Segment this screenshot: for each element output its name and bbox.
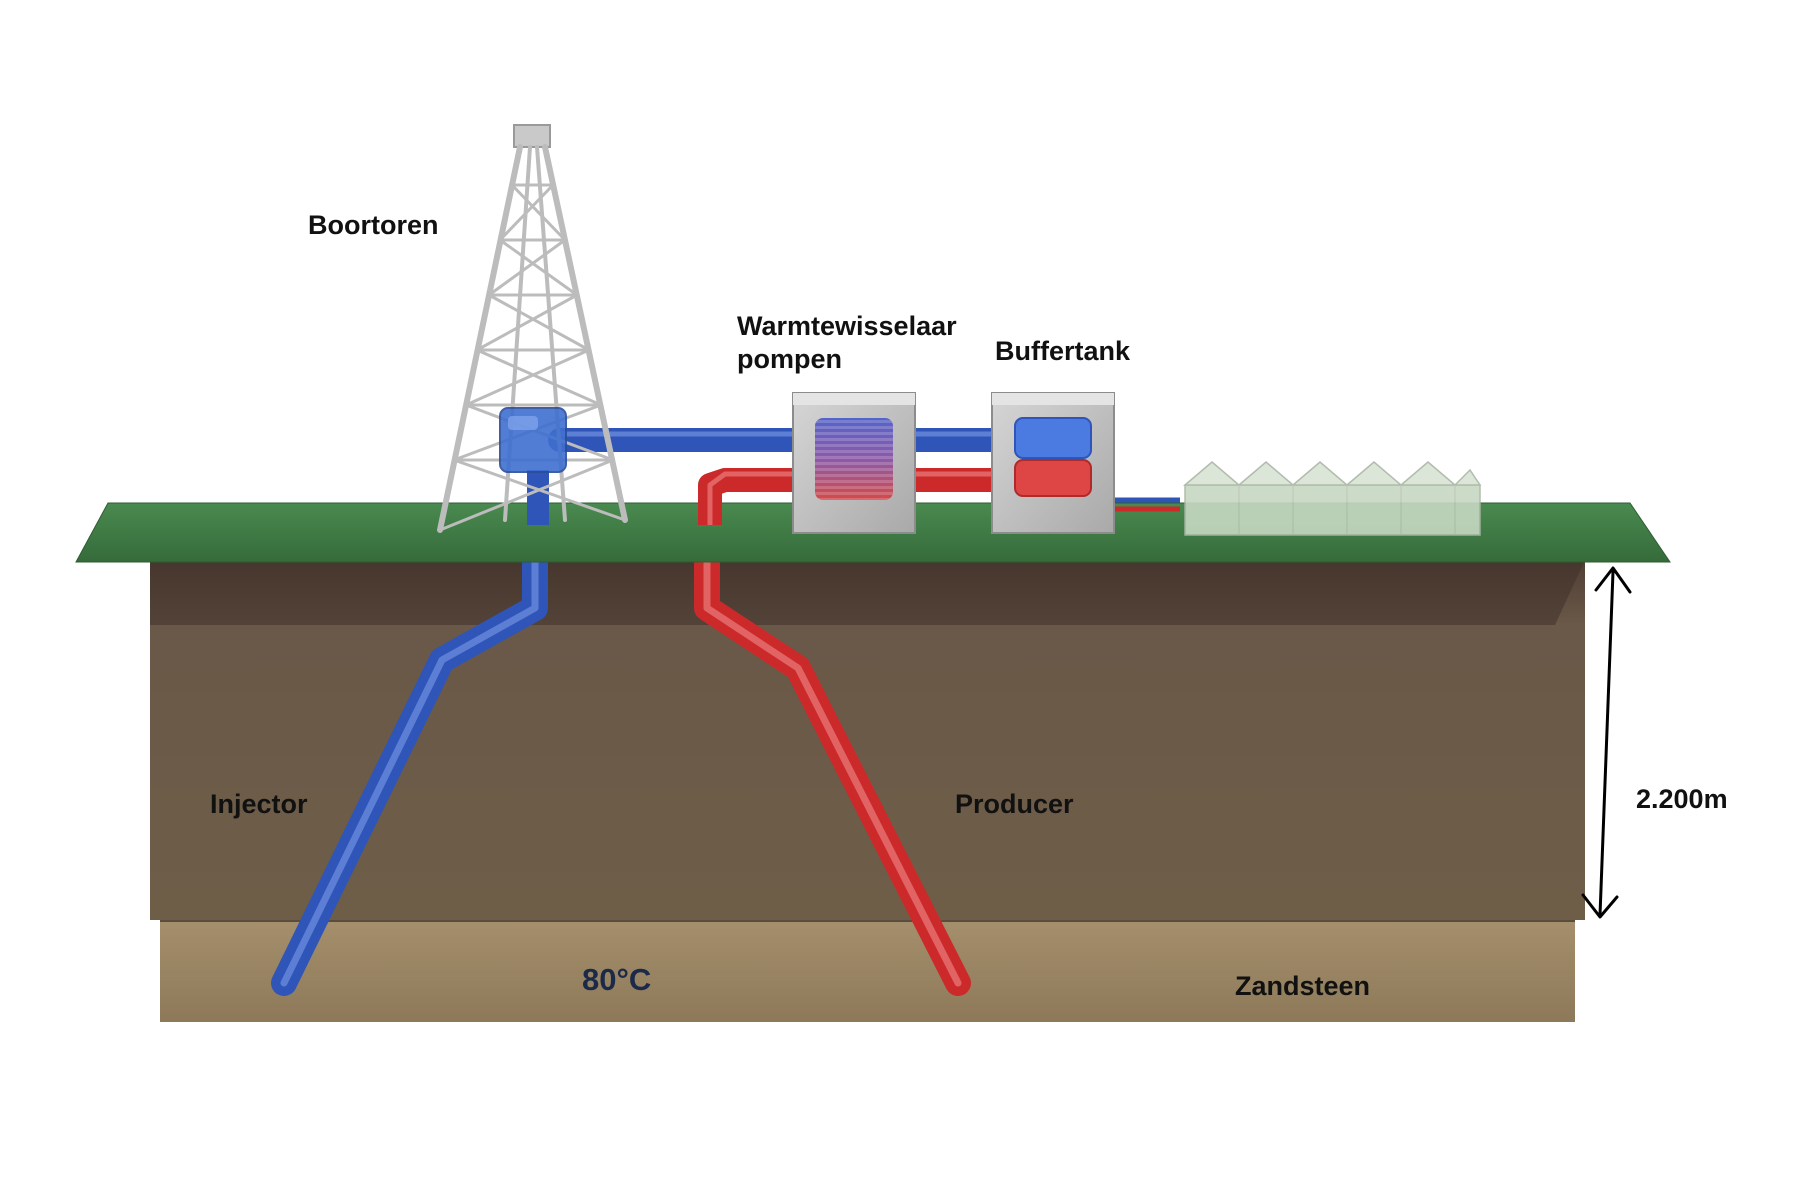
label-buffer-tank: Buffertank	[995, 336, 1131, 366]
depth-arrow	[1581, 566, 1632, 919]
buffer-tank-cold	[1014, 417, 1092, 459]
label-injector: Injector	[210, 789, 308, 819]
buffer-tank-hot	[1014, 459, 1092, 497]
underground-wells	[271, 547, 971, 996]
soil-shadow	[150, 560, 1585, 625]
label-sandstone: Zandsteen	[1235, 971, 1370, 1001]
buffer-tank	[991, 392, 1115, 534]
label-producer: Producer	[955, 789, 1074, 819]
label-reservoir-temperature: 80°C	[582, 962, 651, 997]
label-depth: 2.200m	[1636, 784, 1728, 814]
greenhouses	[1182, 461, 1482, 536]
sandstone-layer	[160, 920, 1575, 1022]
heat-exchanger	[792, 392, 916, 534]
label-derrick: Boortoren	[308, 210, 439, 240]
label-heat-exchanger-line1: Warmtewisselaar	[737, 311, 957, 341]
label-heat-exchanger-line2: pompen	[737, 344, 842, 374]
wellhead	[499, 407, 567, 473]
